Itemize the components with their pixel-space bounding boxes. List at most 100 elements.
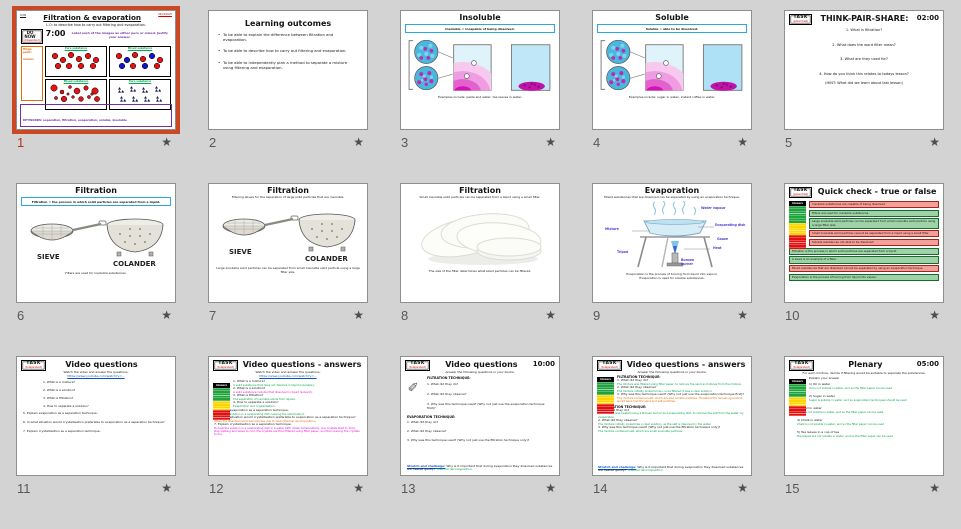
transition-star-icon[interactable]: ★ — [929, 308, 940, 322]
qa-answer: A solid substance that does not dissolve… — [233, 383, 315, 388]
qa-question: 4. How to separate a solution? — [233, 400, 279, 405]
slide5-title: THINK-PAIR-SHARE: — [820, 14, 909, 23]
slide-thumbnail-11[interactable]: TASK (Independent) Video questions Watch… — [16, 356, 176, 476]
task-label: TASK — [26, 361, 41, 366]
particle-box-label: Pure substance — [128, 80, 152, 84]
slide7-caption: Large insoluble solid particles can be s… — [216, 266, 360, 274]
triangle-clusters-diagram — [118, 86, 163, 102]
slide4-title: Soluble — [655, 13, 689, 22]
transition-star-icon[interactable]: ★ — [929, 135, 940, 149]
slide-thumbnail-10[interactable]: TASK (paired task) Quick check - true or… — [784, 183, 944, 303]
books-intro: Answer the following questions in your b… — [637, 370, 707, 375]
answer-key-legend: Answers — [597, 377, 614, 414]
slide-number-12: 12 — [209, 480, 224, 496]
qa-answer: The mixture contained salt, which are al… — [617, 396, 743, 404]
slide-thumbnail-3[interactable]: Insoluble Insoluble = incapable of being… — [400, 10, 560, 130]
slide9-subtitle: Mixed substances that are dissolved can … — [604, 195, 740, 200]
slide-thumbnail-2[interactable]: Learning outcomes To be able to explain … — [208, 10, 368, 130]
answer-key-legend: Answers — [789, 201, 806, 249]
qa-answer: The mixture was heated using a Bunsen bu… — [598, 411, 744, 419]
legend-red-block — [213, 410, 230, 420]
plenary-item: 3) Sand in water — [797, 406, 822, 411]
qa-question: 7. Explain crystallisation as a separati… — [214, 422, 292, 427]
transition-star-icon[interactable]: ★ — [353, 135, 364, 149]
red-blue-dots-diagram — [115, 52, 164, 70]
colander-label: COLANDER — [113, 260, 156, 268]
sieve-colander-diagram: SIEVE COLANDER — [30, 218, 164, 268]
slide15-title: Plenary — [848, 360, 883, 369]
statement-row: Insoluble substances are capable of bein… — [809, 200, 939, 209]
slide-thumbnail-6[interactable]: Filtration Filtration = the process in w… — [16, 183, 176, 303]
plenary-item: 4) Chalk in water — [797, 418, 823, 423]
qa-question: 1. What did they do? — [617, 378, 649, 383]
slide-cell-1: C/W Filtration & evaporation 09/22/2025 … — [0, 6, 192, 183]
label-water-vapour: Water vapour — [701, 206, 726, 211]
slide-cell-10: TASK (paired task) Quick check - true or… — [768, 183, 960, 356]
think-pair-share-timer: 02:00 — [916, 14, 939, 22]
transition-star-icon[interactable]: ★ — [161, 135, 172, 149]
insoluble-beakers-diagram — [408, 40, 551, 92]
transition-star-icon[interactable]: ★ — [161, 308, 172, 322]
learning-outcomes-list: To be able to explain the difference bet… — [209, 28, 367, 70]
particle-box-mixed-2: Mixed substance — [45, 79, 107, 111]
transition-star-icon[interactable]: ★ — [545, 308, 556, 322]
insoluble-examples: Examples include: pasta and water, tea l… — [437, 95, 523, 100]
plenary-answer: Sugar is soluble in water, and so evapor… — [809, 397, 907, 402]
label-heat: Heat — [713, 246, 722, 251]
transition-star-icon[interactable]: ★ — [545, 135, 556, 149]
slide-thumbnail-14[interactable]: TASK (Independent) Video questions - ans… — [592, 356, 752, 476]
slide-cell-4: Soluble Soluble = able to be dissolved. — [576, 10, 768, 183]
transition-star-icon[interactable]: ★ — [929, 481, 940, 495]
qa-answer: When the dissolved solid decomposes due … — [214, 418, 317, 423]
hinge-answer: Answer — [23, 58, 34, 62]
slide-thumbnail-9[interactable]: Evaporation Mixed substances that are di… — [592, 183, 752, 303]
learning-objective: L.O: to describe how to carry out filter… — [46, 23, 146, 27]
slide-number-11: 11 — [17, 480, 31, 496]
slide8-title: Filtration — [459, 186, 501, 195]
slide-cell-14: TASK (Independent) Video questions - ans… — [576, 356, 768, 529]
transition-star-icon[interactable]: ★ — [737, 135, 748, 149]
slide-thumbnail-13[interactable]: TASK (Independent) Video questions 10:00… — [400, 356, 560, 476]
slide-number-7: 7 — [209, 307, 217, 323]
qa-answer: The separation of insoluble solids from … — [233, 396, 296, 401]
transition-star-icon[interactable]: ★ — [353, 308, 364, 322]
do-now-label: DO NOW — [24, 30, 36, 40]
slide-thumbnail-5[interactable]: TASK (paired task) THINK-PAIR-SHARE: 02:… — [784, 10, 944, 130]
sieve-colander-diagram: SIEVE COLANDER — [222, 213, 356, 263]
qa-question: 5. Explain evaporation as a separation t… — [214, 408, 289, 413]
stretch-question: Why is it important that during evaporat… — [598, 464, 744, 473]
video-question: 2. What is a solution? — [43, 388, 76, 393]
video-link[interactable]: https://www.youtube.com/watch?v=... — [259, 374, 317, 379]
slide-thumbnail-8[interactable]: Filtration Small insoluble solid particl… — [400, 183, 560, 303]
legend-header: Answers — [213, 383, 230, 388]
transition-star-icon[interactable]: ★ — [737, 308, 748, 322]
label-mixture: Mixture — [605, 227, 619, 232]
transition-star-icon[interactable]: ★ — [161, 481, 172, 495]
task-sub-label: (Independent) — [409, 365, 427, 369]
transition-star-icon[interactable]: ★ — [545, 481, 556, 495]
task-label: TASK — [602, 361, 617, 366]
transition-star-icon[interactable]: ★ — [353, 481, 364, 495]
qa-question: 6. In what situation would crystallisati… — [214, 415, 356, 420]
slide-thumbnail-12[interactable]: TASK (Independent) Video questions - ans… — [208, 356, 368, 476]
slide6-caption: Filters are used for insoluble substance… — [65, 271, 127, 276]
slide-cell-8: Filtration Small insoluble solid particl… — [384, 183, 576, 356]
slide-thumbnail-4[interactable]: Soluble Soluble = able to be dissolved. — [592, 10, 752, 130]
slide7-title: Filtration — [267, 186, 309, 195]
task-label: TASK — [794, 361, 809, 366]
video-link[interactable]: https://www.youtube.com/watch?v=... — [67, 374, 125, 379]
tps-question: 4. How do you think this relates to toda… — [819, 72, 909, 77]
slide-thumbnail-1[interactable]: C/W Filtration & evaporation 09/22/2025 … — [12, 6, 180, 134]
video-question: 7. Explain crystallisation as a separati… — [23, 428, 101, 433]
task-badge: TASK (Independent) — [789, 360, 815, 372]
outcome-bullet: To be able to independently plan a metho… — [218, 60, 357, 70]
slide-thumbnail-15[interactable]: TASK (Independent) Plenary 05:00 For eac… — [784, 356, 944, 476]
statement-row: Filters are used for insoluble substance… — [809, 209, 939, 217]
task-sub-label: (paired task) — [793, 192, 809, 196]
slide-number-14: 14 — [593, 480, 608, 496]
slide6-title: Filtration — [75, 186, 117, 195]
slide-thumbnail-7[interactable]: Filtration Filtering allows for the sepa… — [208, 183, 368, 303]
keywords-text: KEYWORDS: separation, filtration, evapor… — [23, 118, 127, 123]
transition-star-icon[interactable]: ★ — [737, 481, 748, 495]
qa-answer: A solid substance (solute) that dissolve… — [233, 390, 313, 394]
